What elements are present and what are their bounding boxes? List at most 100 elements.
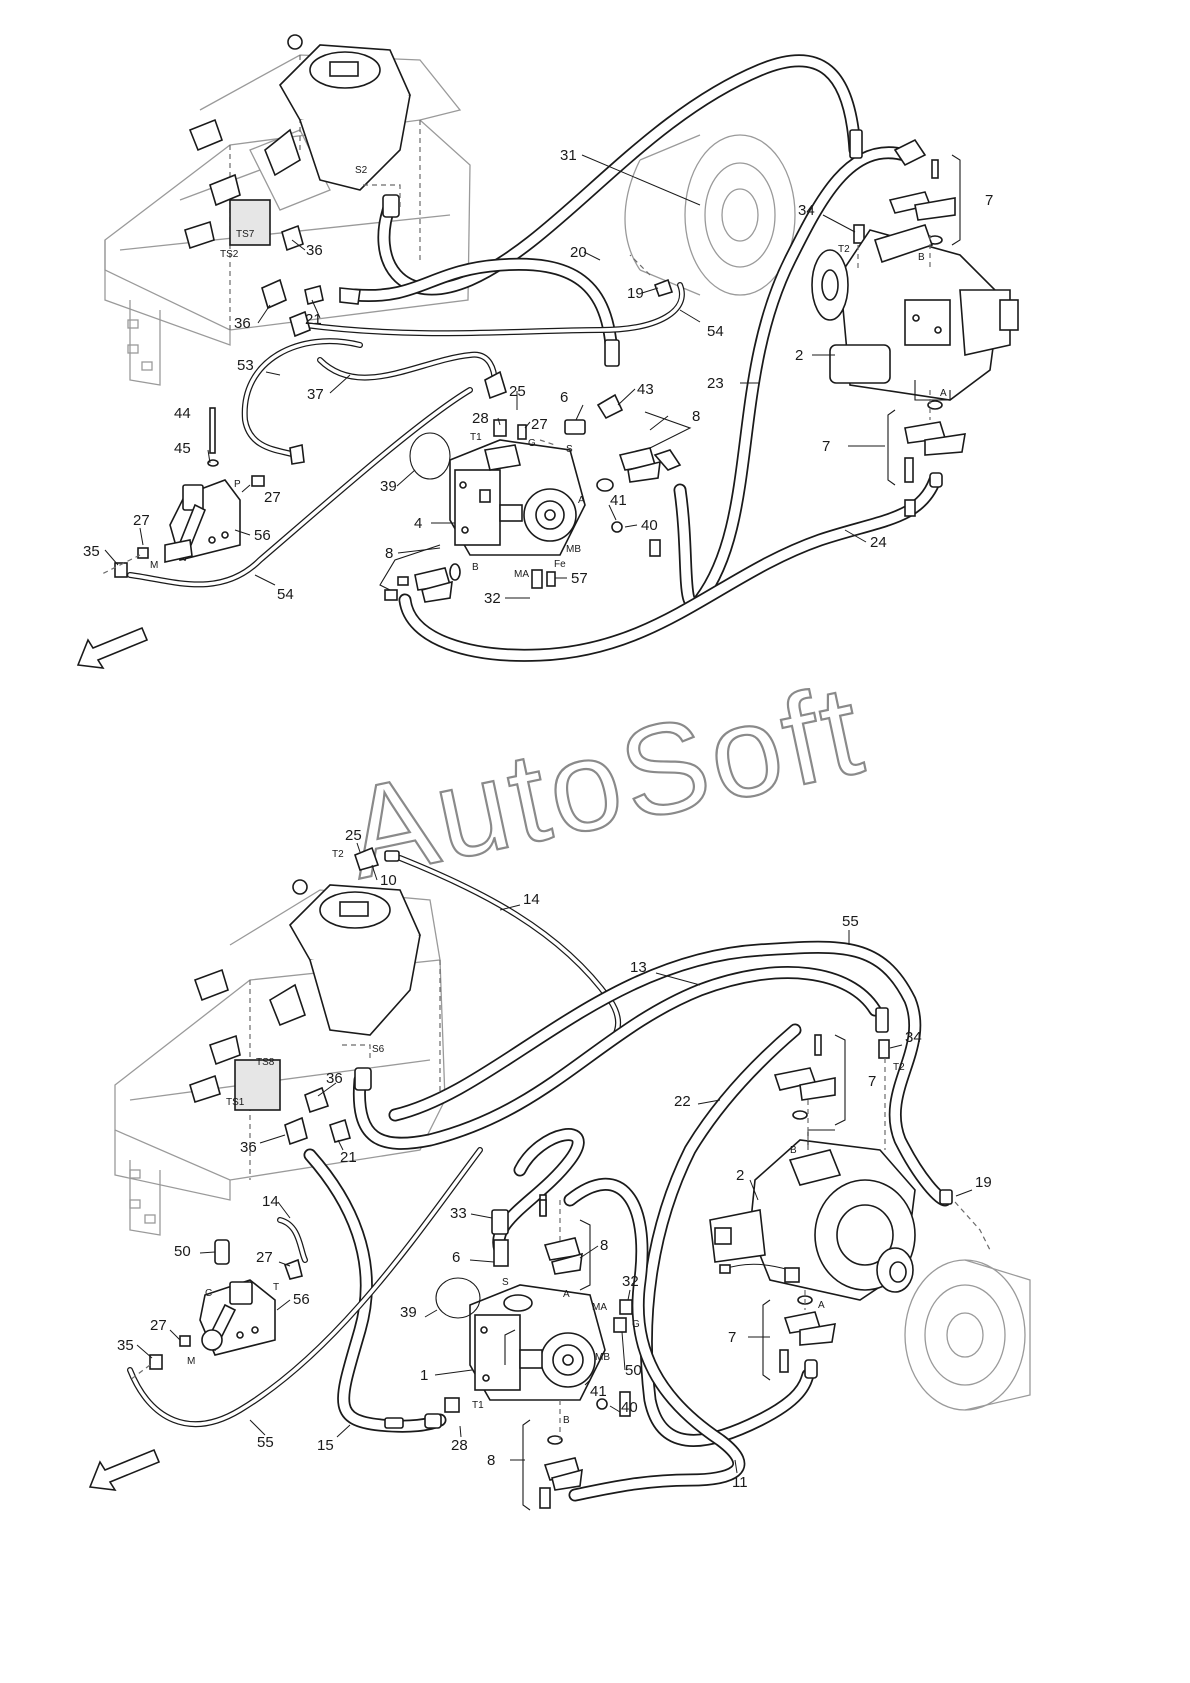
fittings-bottom xyxy=(149,846,953,1509)
hose-11 xyxy=(563,1177,746,1502)
label-27-pump: 27 xyxy=(531,416,548,433)
label-43: 43 xyxy=(637,381,654,398)
label-15: 15 xyxy=(317,1437,334,1454)
watermark-text: AutoSoft xyxy=(335,657,876,906)
hose-20 xyxy=(348,257,619,367)
label-36-upper: 36 xyxy=(326,1070,343,1087)
label-45: 45 xyxy=(174,440,191,457)
port-ma: MA xyxy=(592,1302,607,1313)
label-14-lower: 14 xyxy=(262,1193,279,1210)
port-a: A xyxy=(940,388,947,399)
label-39: 39 xyxy=(400,1304,417,1321)
label-8-right: 8 xyxy=(692,408,700,425)
label-34: 34 xyxy=(798,202,815,219)
label-54-lower: 54 xyxy=(277,586,294,603)
port-s2: S2 xyxy=(355,165,368,176)
port-ts8: TS8 xyxy=(256,1057,275,1068)
label-53: 53 xyxy=(237,357,254,374)
label-24: 24 xyxy=(870,534,887,551)
hose-55 xyxy=(388,940,952,1207)
main-pump-4-top xyxy=(449,439,586,556)
port-p: P xyxy=(234,479,241,490)
flange-clamp-set-7-bottom-lower xyxy=(779,1295,836,1373)
label-56: 56 xyxy=(293,1291,310,1308)
label-27-valve: 27 xyxy=(256,1249,273,1266)
label-27-valve: 27 xyxy=(264,489,281,506)
flange-clamp-set-7-bottom-upper xyxy=(773,1034,836,1120)
label-21: 21 xyxy=(305,311,322,328)
leaders-top xyxy=(104,154,885,599)
port-c: C xyxy=(205,1288,212,1299)
port-labels-bottom: T2 S6 TS8 TS1 T2 B A S A MA G MB T1 B C … xyxy=(187,849,905,1426)
brackets-bottom xyxy=(504,1034,846,1511)
label-11: 11 xyxy=(732,1474,748,1491)
hose-31 xyxy=(377,54,862,296)
label-40: 40 xyxy=(621,1399,638,1416)
label-41: 41 xyxy=(590,1383,607,1400)
control-valve-56-bottom xyxy=(199,1279,276,1356)
port-b-pump: B xyxy=(472,562,479,573)
port-m: M xyxy=(150,560,158,571)
label-57: 57 xyxy=(571,570,588,587)
label-41: 41 xyxy=(610,492,627,509)
pump-housing-top xyxy=(184,34,412,250)
label-55-lower: 55 xyxy=(257,1434,274,1451)
label-22: 22 xyxy=(674,1093,691,1110)
port-t1: T1 xyxy=(470,432,482,443)
port-b-pump: B xyxy=(563,1415,570,1426)
flange-clamp-set-8-bottom xyxy=(539,1199,583,1491)
port-s: S xyxy=(502,1277,509,1288)
label-31: 31 xyxy=(560,147,577,164)
label-27-left: 27 xyxy=(133,512,150,529)
drive-motor-2-bottom xyxy=(709,1139,916,1301)
port-t: T xyxy=(273,1282,279,1293)
port-a-pump: A xyxy=(563,1289,570,1300)
hose-54-upper xyxy=(302,282,685,337)
hose-54-lower xyxy=(127,387,473,588)
label-27-left: 27 xyxy=(150,1317,167,1334)
port-ts1: TS1 xyxy=(226,1097,245,1108)
label-19: 19 xyxy=(975,1174,992,1191)
label-4: 4 xyxy=(414,515,422,532)
port-ma: MA xyxy=(514,569,529,580)
port-ts7: TS7 xyxy=(236,229,255,240)
direction-arrow-icon xyxy=(76,626,149,669)
part-labels-bottom: 25 10 14 55 13 34 7 36 22 36 21 2 19 14 … xyxy=(117,827,992,1491)
label-34: 34 xyxy=(905,1029,922,1046)
flange-clamp-set-7-top xyxy=(888,159,966,483)
o-ring-39-bottom xyxy=(435,1277,481,1319)
label-54-upper: 54 xyxy=(707,323,724,340)
port-b: B xyxy=(918,252,925,263)
hose-53 xyxy=(241,338,363,458)
hose-14-lower xyxy=(277,1217,308,1263)
label-35: 35 xyxy=(83,543,100,560)
label-28: 28 xyxy=(472,410,489,427)
hose-12 xyxy=(492,1128,585,1257)
label-32: 32 xyxy=(622,1273,639,1290)
port-b: B xyxy=(790,1145,797,1156)
hose-55-lower xyxy=(127,1147,483,1428)
port-a: A xyxy=(818,1300,825,1311)
label-36-upper: 36 xyxy=(306,242,323,259)
label-14-upper: 14 xyxy=(523,891,540,908)
port-g: G xyxy=(632,1319,640,1330)
reference-lines-top xyxy=(99,184,931,576)
port-m: M xyxy=(187,1356,195,1367)
port-labels-top: S2 TS7 TS2 T2 B A T1 G S A B MB MA Fe P … xyxy=(150,165,947,580)
label-7-upper: 7 xyxy=(868,1073,876,1090)
brackets-top xyxy=(379,154,961,591)
label-23: 23 xyxy=(707,375,724,392)
label-2: 2 xyxy=(795,347,803,364)
label-28: 28 xyxy=(451,1437,468,1454)
label-1: 1 xyxy=(420,1367,428,1384)
port-t2-top: T2 xyxy=(332,849,344,860)
label-35: 35 xyxy=(117,1337,134,1354)
label-21: 21 xyxy=(340,1149,357,1166)
label-7-upper: 7 xyxy=(985,192,993,209)
port-s6: S6 xyxy=(372,1044,385,1055)
reference-lines-bottom xyxy=(129,1044,991,1440)
drive-motor-2-top xyxy=(811,224,1019,401)
label-7-lower: 7 xyxy=(728,1329,736,1346)
label-50-valve: 50 xyxy=(174,1243,191,1260)
label-13: 13 xyxy=(630,959,647,976)
